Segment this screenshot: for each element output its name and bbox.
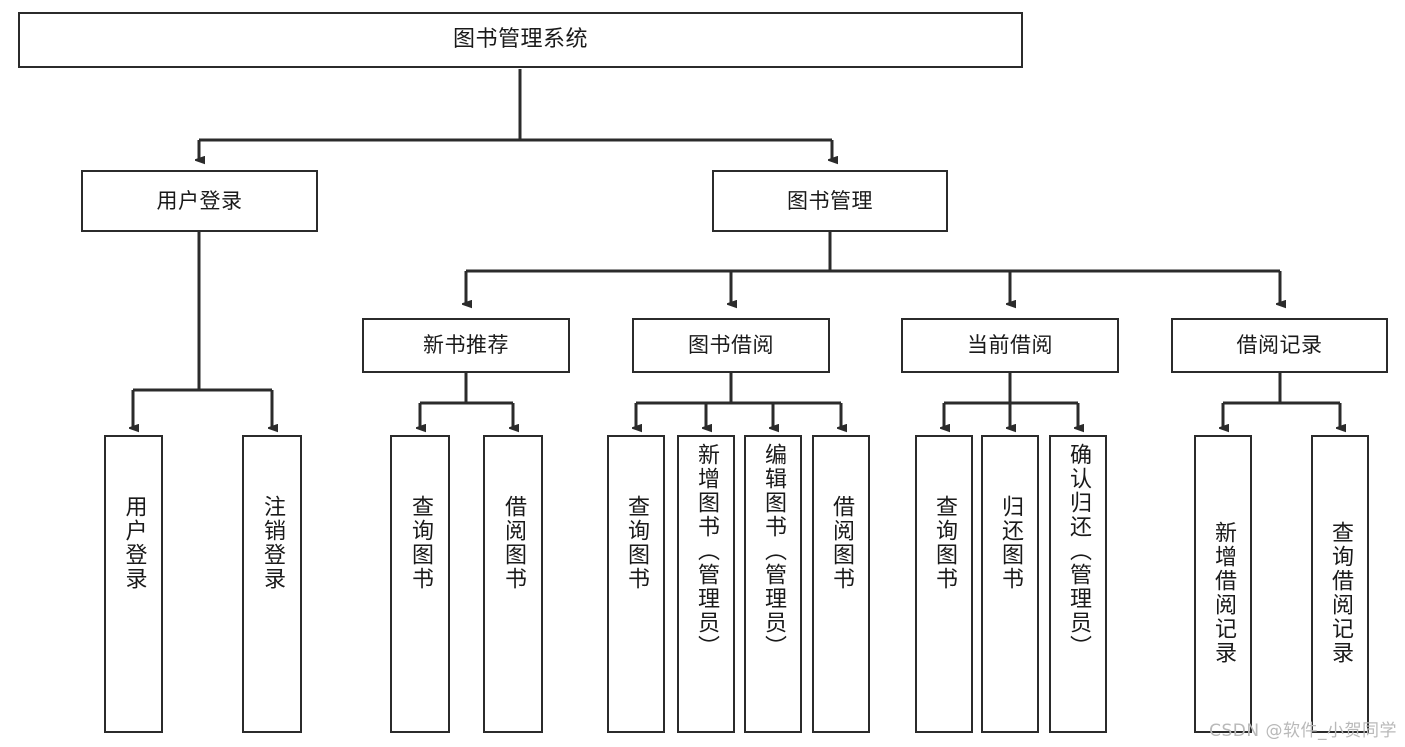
node-user-login[interactable]: 用户登录 — [81, 170, 318, 232]
node-leaf-add-book-label: 新增图书（管理员） — [694, 443, 719, 659]
node-leaf-add-book[interactable]: 新增图书（管理员） — [677, 435, 735, 733]
node-book-manage-label: 图书管理 — [787, 188, 873, 213]
node-leaf-query-book-3[interactable]: 查询图书 — [915, 435, 973, 733]
node-current-borrow[interactable]: 当前借阅 — [901, 318, 1119, 373]
node-leaf-borrow-book-1[interactable]: 借阅图书 — [483, 435, 543, 733]
node-leaf-logout[interactable]: 注销登录 — [242, 435, 302, 733]
node-user-login-label: 用户登录 — [156, 188, 243, 213]
node-leaf-edit-book[interactable]: 编辑图书（管理员） — [744, 435, 802, 733]
node-new-book-recommend-label: 新书推荐 — [423, 333, 509, 358]
node-leaf-add-record[interactable]: 新增借阅记录 — [1194, 435, 1252, 733]
node-leaf-return-book-label: 归还图书 — [998, 495, 1023, 591]
node-borrow-record-label: 借阅记录 — [1236, 333, 1323, 358]
node-leaf-logout-label: 注销登录 — [260, 495, 285, 591]
node-leaf-query-book-2[interactable]: 查询图书 — [607, 435, 665, 733]
node-leaf-add-record-label: 新增借阅记录 — [1211, 521, 1236, 665]
node-leaf-query-book-1[interactable]: 查询图书 — [390, 435, 450, 733]
node-borrow-record[interactable]: 借阅记录 — [1171, 318, 1388, 373]
node-book-borrow[interactable]: 图书借阅 — [632, 318, 830, 373]
node-leaf-user-login-label: 用户登录 — [121, 495, 147, 591]
node-new-book-recommend[interactable]: 新书推荐 — [362, 318, 570, 373]
node-root[interactable]: 图书管理系统 — [18, 12, 1023, 68]
node-current-borrow-label: 当前借阅 — [967, 333, 1053, 358]
watermark: CSDN @软件_小贺同学 — [1209, 721, 1397, 741]
node-leaf-borrow-book-2[interactable]: 借阅图书 — [812, 435, 870, 733]
node-leaf-borrow-book-2-label: 借阅图书 — [829, 495, 854, 591]
node-leaf-user-login[interactable]: 用户登录 — [104, 435, 163, 733]
node-leaf-edit-book-label: 编辑图书（管理员） — [761, 443, 786, 659]
node-leaf-borrow-book-1-label: 借阅图书 — [501, 495, 526, 591]
node-leaf-return-book[interactable]: 归还图书 — [981, 435, 1039, 733]
node-leaf-query-book-1-label: 查询图书 — [408, 495, 433, 591]
node-leaf-query-book-2-label: 查询图书 — [624, 495, 649, 591]
node-book-manage[interactable]: 图书管理 — [712, 170, 948, 232]
node-book-borrow-label: 图书借阅 — [688, 333, 774, 358]
node-leaf-confirm-return[interactable]: 确认归还（管理员） — [1049, 435, 1107, 733]
node-leaf-confirm-return-label: 确认归还（管理员） — [1066, 443, 1091, 659]
node-leaf-query-book-3-label: 查询图书 — [932, 495, 957, 591]
node-leaf-query-record-label: 查询借阅记录 — [1328, 521, 1353, 665]
node-leaf-query-record[interactable]: 查询借阅记录 — [1311, 435, 1369, 733]
node-root-label: 图书管理系统 — [452, 27, 588, 53]
